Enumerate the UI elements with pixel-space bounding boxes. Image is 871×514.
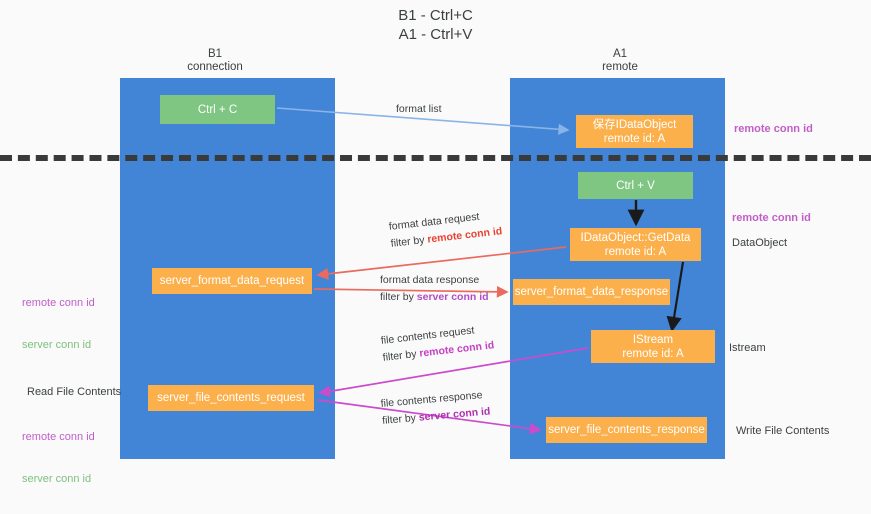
- edge-label-file-contents-response: file contents response filter by server …: [380, 387, 491, 430]
- annotation-remote-conn-id-top: remote conn id: [734, 123, 813, 135]
- section-divider: [0, 155, 871, 161]
- annotation-dataobject: DataObject: [732, 237, 788, 249]
- edge-label-line2: filter by server conn id: [380, 289, 489, 306]
- node-server-file-contents-response[interactable]: server_file_contents_response: [546, 417, 707, 443]
- annotation-remote-conn-id: remote conn id: [22, 297, 95, 309]
- edge-label-prefix: filter by: [381, 411, 420, 427]
- annotation-istream: Istream: [729, 342, 766, 354]
- annotation-write-file-contents: Write File Contents: [736, 425, 830, 437]
- annotation-server-conn-id: server conn id: [22, 473, 92, 485]
- diagram-canvas: B1 - Ctrl+C A1 - Ctrl+V B1 connection A1…: [0, 7, 871, 485]
- node-ctrl-c[interactable]: Ctrl + C: [160, 95, 275, 124]
- edge-label-prefix: filter by: [380, 291, 417, 303]
- annotation-remote-conn-id-mid: remote conn id: [732, 212, 811, 224]
- edge-label-line1: format data response: [380, 274, 480, 286]
- diagram-title: B1 - Ctrl+C A1 - Ctrl+V: [398, 7, 473, 43]
- node-server-format-data-response[interactable]: server_format_data_response: [513, 279, 670, 305]
- annotation-read-file-contents: Read File Contents: [27, 386, 122, 398]
- edge-label-format-list-text: format list: [396, 103, 442, 115]
- column-header-a1: A1 remote: [602, 48, 638, 73]
- node-istream[interactable]: IStream remote id: A: [591, 330, 715, 363]
- edge-label-format-data-request: format data request filter by remote con…: [388, 206, 503, 252]
- annotation-server-conn-id: server conn id: [22, 339, 92, 351]
- column-header-b1: B1 connection: [187, 48, 243, 73]
- node-idataobject-getdata[interactable]: IDataObject::GetData remote id: A: [570, 228, 701, 261]
- edge-label-format-list: format list: [396, 101, 442, 118]
- node-ctrl-v[interactable]: Ctrl + V: [578, 172, 693, 199]
- annotation-remote-conn-id: remote conn id: [22, 431, 95, 443]
- node-server-file-contents-request[interactable]: server_file_contents_request: [148, 385, 314, 411]
- node-save-idataobject[interactable]: 保存IDataObject remote id: A: [576, 115, 693, 148]
- edge-label-prefix: filter by: [382, 347, 421, 364]
- edge-label-highlight: server conn id: [416, 291, 489, 303]
- annotation-left-conn-ids-bottom: remote conn id server conn id: [22, 402, 95, 514]
- edge-label-highlight: server conn id: [418, 405, 491, 424]
- edge-label-format-data-response: format data response filter by server co…: [380, 272, 489, 306]
- node-server-format-data-request[interactable]: server_format_data_request: [152, 268, 312, 294]
- edge-label-file-contents-request: file contents request filter by remote c…: [380, 320, 495, 366]
- edge-label-prefix: filter by: [390, 233, 429, 250]
- annotation-left-conn-ids-mid: remote conn id server conn id: [22, 268, 95, 380]
